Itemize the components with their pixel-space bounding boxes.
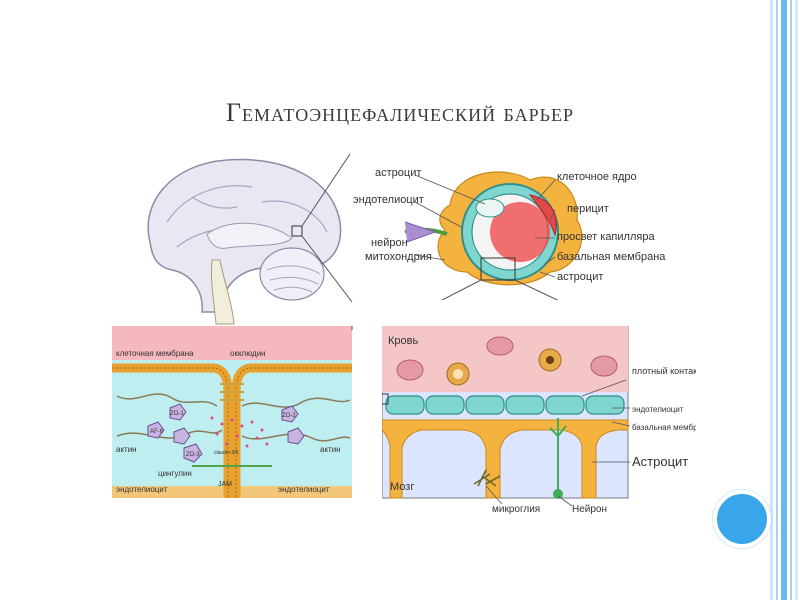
- frame-stripe: [790, 0, 792, 600]
- label-cell-membrane: клеточная мембрана: [116, 349, 194, 358]
- tight-junction-diagram: клеточная мембрана окклюдин актин актин …: [112, 326, 352, 498]
- label-basal-membrane: базальная мембрана: [557, 251, 666, 263]
- panel-connectors: [351, 326, 353, 330]
- label-endothelium: эндотелиоцит: [353, 194, 424, 206]
- label-bbb-basal-membrane: базальная мембрана: [632, 423, 696, 432]
- frame-stripe: [781, 0, 787, 600]
- label-astrocyte-bottom: астроцит: [557, 271, 603, 283]
- label-endothelium-left: эндотелиоцит: [116, 485, 168, 494]
- label-zo3: ZO-3: [186, 452, 200, 458]
- label-mitochondria: митохондрия: [365, 251, 432, 263]
- label-astrocyte-top: астроцит: [375, 167, 421, 179]
- label-bbb-neuron: Нейрон: [572, 504, 607, 514]
- label-zo2: ZO-2: [282, 413, 296, 419]
- frame-stripe: [776, 0, 778, 600]
- label-actin-right: актин: [320, 445, 341, 454]
- label-zo1: ZO-1: [170, 411, 184, 417]
- capillary-diagram: астроцит эндотелиоцит нейрон митохондрия…: [353, 167, 666, 300]
- label-af6: AF-6: [150, 429, 164, 435]
- label-blood: Кровь: [388, 335, 418, 347]
- label-microglia: микроглия: [492, 504, 540, 514]
- frame-stripe: [770, 0, 773, 600]
- label-pericyte: перицит: [567, 203, 609, 215]
- label-occludin: окклюдин: [230, 349, 266, 358]
- label-lumen: просвет капилляра: [557, 231, 655, 243]
- label-tight-junction: плотный контакт: [632, 366, 696, 376]
- slide-title: Гематоэнцефалический барьер: [225, 98, 575, 127]
- frame-stripe: [795, 0, 798, 600]
- label-jam: JAM: [218, 481, 232, 488]
- label-nucleus: клеточное ядро: [557, 171, 637, 183]
- bbb-section-diagram: Кровь плотный контакт эндотелиоцит базал…: [382, 326, 696, 514]
- label-cingulin: цингулин: [158, 469, 192, 478]
- label-bbb-astrocyte: Астроцит: [632, 454, 688, 469]
- label-neuron: нейрон: [371, 237, 408, 249]
- brain-illustration: [147, 153, 353, 325]
- label-endothelium-right: эндотелиоцит: [278, 485, 330, 494]
- label-brain: Мозг: [390, 481, 414, 493]
- label-bbb-endothelium: эндотелиоцит: [632, 405, 684, 414]
- label-actin-left: актин: [116, 445, 137, 454]
- slide-nav-button[interactable]: [713, 490, 771, 548]
- label-claudin: claudin-3/5: [214, 450, 239, 456]
